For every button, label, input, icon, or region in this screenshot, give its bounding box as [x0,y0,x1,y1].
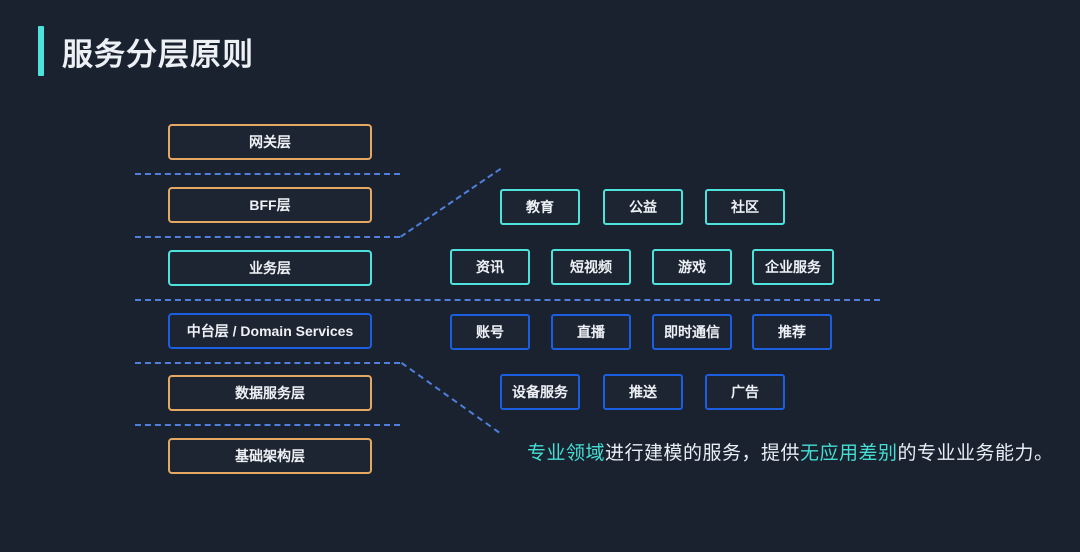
title-accent-bar [38,26,44,76]
chip-label: 账号 [476,324,504,340]
page-title-group: 服务分层原则 [38,26,254,76]
divider-business-middle [135,299,880,301]
chip-label: 社区 [731,199,759,215]
chip-public-welfare[interactable]: 公益 [603,189,683,225]
chip-label: 公益 [629,199,657,215]
layer-box-data-service[interactable]: 数据服务层 [168,375,372,411]
connector-middle-to-caption [400,362,500,434]
chip-device-service[interactable]: 设备服务 [500,374,580,410]
chip-enterprise-service[interactable]: 企业服务 [752,249,834,285]
layer-label: 网关层 [249,134,291,150]
caption-plain-1: 进行建模的服务，提供 [605,443,801,464]
chip-community[interactable]: 社区 [705,189,785,225]
chip-short-video[interactable]: 短视频 [551,249,631,285]
caption-text: 专业领域进行建模的服务，提供无应用差别的专业业务能力。 [527,438,1054,465]
layer-box-middle-platform[interactable]: 中台层 / Domain Services [168,313,372,349]
caption-plain-2: 的专业业务能力。 [897,443,1054,464]
chip-label: 广告 [731,384,759,400]
chip-education[interactable]: 教育 [500,189,580,225]
divider-middle-data [135,362,400,364]
layer-box-infrastructure[interactable]: 基础架构层 [168,438,372,474]
chip-live-streaming[interactable]: 直播 [551,314,631,350]
chip-push[interactable]: 推送 [603,374,683,410]
divider-gateway-bff [135,173,400,175]
chip-label: 游戏 [678,259,706,275]
layer-label: 数据服务层 [235,385,305,401]
connector-business-to-domain-apps [400,167,502,238]
chip-instant-messaging[interactable]: 即时通信 [652,314,732,350]
chip-label: 资讯 [476,259,504,275]
chip-label: 设备服务 [512,384,568,400]
layer-box-bff[interactable]: BFF层 [168,187,372,223]
layer-label: 基础架构层 [235,448,305,464]
layer-box-gateway[interactable]: 网关层 [168,124,372,160]
chip-games[interactable]: 游戏 [652,249,732,285]
chip-news[interactable]: 资讯 [450,249,530,285]
layer-label: BFF层 [249,197,291,213]
chip-label: 即时通信 [664,324,720,340]
caption-highlight-1: 专业领域 [527,443,606,464]
chip-label: 直播 [577,324,605,340]
chip-label: 企业服务 [765,259,821,275]
layer-label: 业务层 [249,260,291,276]
chip-advertising[interactable]: 广告 [705,374,785,410]
chip-label: 短视频 [570,259,612,275]
layer-box-business[interactable]: 业务层 [168,250,372,286]
divider-data-infra [135,424,400,426]
caption-highlight-2: 无应用差别 [800,443,898,464]
page-title: 服务分层原则 [62,36,254,72]
chip-account[interactable]: 账号 [450,314,530,350]
chip-label: 推送 [629,384,657,400]
chip-label: 推荐 [778,324,806,340]
layer-label: 中台层 / Domain Services [186,323,354,339]
chip-label: 教育 [526,199,554,215]
chip-recommendation[interactable]: 推荐 [752,314,832,350]
divider-bff-business [135,236,400,238]
